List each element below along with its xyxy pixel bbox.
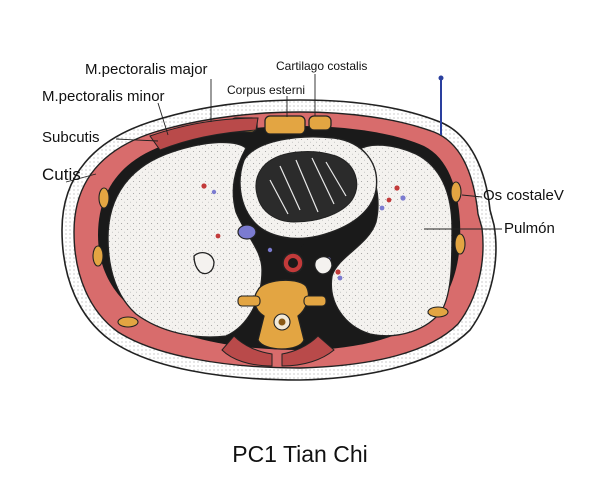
pectoralis-band [149, 117, 259, 151]
label-corpus-esterni: Corpus esterni [227, 83, 306, 97]
label-pectoralis-major: M.pectoralis major [85, 61, 208, 78]
vessel [394, 185, 400, 191]
label-pectoralis-minor: M.pectoralis minor [42, 88, 165, 105]
vessel [211, 189, 217, 195]
vessel [335, 269, 341, 275]
esophagus [290, 238, 304, 248]
left-lung [107, 141, 263, 338]
label-pulmon: Pulmón [504, 220, 555, 237]
label-cartilago-costalis: Cartilago costalis [276, 59, 368, 73]
rib [427, 306, 449, 318]
vessel [400, 195, 406, 201]
rib [450, 181, 462, 203]
leader-lines [65, 74, 502, 230]
corpus-sterni [264, 115, 306, 135]
back-muscle-left [221, 335, 273, 367]
costal-cartilage-right [308, 115, 332, 131]
vessel [267, 247, 273, 253]
vessel [386, 197, 392, 203]
aorta-lumen [288, 258, 298, 268]
label-os-costale: Os costaleV [483, 187, 564, 204]
vessel [215, 233, 221, 239]
rib [117, 316, 139, 328]
figure-caption: PC1 Tian Chi [232, 441, 368, 467]
heart-trabeculae [269, 157, 347, 215]
left-bronchus [193, 251, 215, 275]
spinal-cord [278, 318, 286, 326]
label-cutis: Cutis [42, 165, 81, 184]
rib [454, 233, 466, 255]
rib [92, 245, 104, 267]
vessel [201, 183, 207, 189]
vessel [379, 205, 385, 211]
back-muscle-right [281, 335, 335, 367]
rib [98, 187, 110, 209]
vena-cava [237, 224, 257, 240]
transverse-process-left [237, 295, 261, 307]
acupuncture-needle-icon [438, 75, 444, 135]
label-subcutis: Subcutis [42, 129, 100, 146]
vessel [337, 275, 343, 281]
transverse-process-right [303, 295, 327, 307]
right-bronchus [314, 255, 333, 275]
